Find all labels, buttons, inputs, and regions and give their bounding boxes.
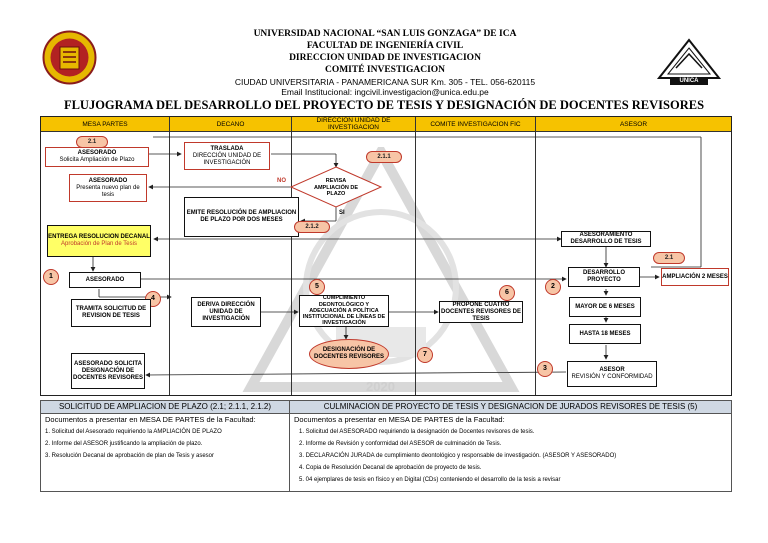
node-title: ENTREGA RESOLUCION DECANAL xyxy=(48,234,150,240)
lane-header-comite: COMITE INVESTIGACION FIC xyxy=(416,117,535,132)
documents-table: SOLICITUD DE AMPLIACION DE PLAZO (2.1; 2… xyxy=(40,400,732,492)
left-item: 2. Informe del ASESOR justificando la am… xyxy=(45,441,203,447)
step-circle-5: 5 xyxy=(309,279,325,295)
decision-no-label: NO xyxy=(277,178,286,184)
node-title: ASESORADO xyxy=(77,150,117,156)
lane-direccion xyxy=(291,117,416,395)
step-badge-2-1-2: 2.1.2 xyxy=(294,221,330,233)
right-item: 4. Copia de Resolución Decanal de aproba… xyxy=(299,465,482,471)
node-asesor-revision: ASESOR REVISIÓN Y CONFORMIDAD xyxy=(567,361,657,387)
table-header-ampliacion: SOLICITUD DE AMPLIACION DE PLAZO (2.1; 2… xyxy=(41,401,290,414)
step-circle-2: 2 xyxy=(545,279,561,295)
header-university: UNIVERSIDAD NACIONAL “SAN LUIS GONZAGA” … xyxy=(253,29,517,39)
node-asesorado-solicita-ampliacion: ASESORADO Solicita Ampliación de Plazo xyxy=(45,147,149,167)
header-faculty: FACULTAD DE INGENIERÍA CIVIL xyxy=(306,41,464,51)
node-entrega-resolucion: ENTREGA RESOLUCION DECANAL Aprobación de… xyxy=(47,225,151,257)
node-tramita-solicitud: TRAMITA SOLICITUD DE REVISION DE TESIS xyxy=(71,299,151,327)
table-divider xyxy=(289,401,290,491)
node-desarrollo-proyecto: DESARROLLO PROYECTO xyxy=(568,267,640,287)
step-circle-6: 6 xyxy=(499,285,515,301)
right-item: 5. 04 ejemplares de tesis en físico y en… xyxy=(299,477,561,483)
lane-header-mesa-partes: MESA PARTES xyxy=(41,117,169,132)
node-title: ASESORADO xyxy=(88,177,128,184)
node-title: TRASLADA xyxy=(210,145,244,152)
node-asesorado: ASESORADO xyxy=(69,272,141,288)
node-propone-docentes: PROPONE CUATRO DOCENTES REVISORES DE TES… xyxy=(439,301,523,323)
left-item: 1. Solicitud del Asesorado requiriendo l… xyxy=(45,429,222,435)
decision-si-label: SI xyxy=(339,210,345,216)
flowchart: 2020 MESA PARTES DECANO DIRECCION UNIDAD… xyxy=(40,116,732,396)
right-item: 1. Solicitud del ASESORADO requiriendo l… xyxy=(299,429,535,435)
node-asesorado-solicita-designacion: ASESORADO SOLICITA DESIGNACIÓN DE DOCENT… xyxy=(71,353,145,389)
table-header-culminacion: CULMINACION DE PROYECTO DE TESIS Y DESIG… xyxy=(290,401,731,414)
faculty-logo: UNICA xyxy=(656,38,722,86)
left-item: 3. Resolución Decanal de aprobación de p… xyxy=(45,453,214,459)
lane-decano xyxy=(169,117,292,395)
node-subtitle: REVISIÓN Y CONFORMIDAD xyxy=(571,374,653,380)
node-asesorado-presenta-plan: ASESORADO Presenta nuevo plan de tesis xyxy=(69,174,147,202)
node-designacion-docentes: DESIGNACIÓN DE DOCENTES REVISORES xyxy=(309,339,389,369)
lane-comite xyxy=(415,117,536,395)
node-subtitle: Aprobación de Plan de Tesis xyxy=(61,241,137,247)
university-seal-logo xyxy=(42,30,97,85)
header-direction: DIRECCION UNIDAD DE INVESTIGACION xyxy=(289,53,481,63)
node-ampliacion-2-meses: AMPLIACIÓN 2 MESES xyxy=(661,268,729,286)
node-traslada: TRASLADA DIRECCIÓN UNIDAD DE INVESTIGACI… xyxy=(184,142,270,170)
step-badge-2-1-1: 2.1.1 xyxy=(366,151,402,163)
decision-revisa-ampliacion: REVISA AMPLIACIÓN DE PLAZO xyxy=(314,178,358,197)
right-item: 3. DECLARACIÓN JURADA de cumplimiento de… xyxy=(299,453,617,459)
step-circle-3: 3 xyxy=(537,361,553,377)
header-address: CIUDAD UNIVERSITARIA - PANAMERICANA SUR … xyxy=(234,77,536,87)
lane-header-direccion: DIRECCION UNIDAD DE INVESTIGACION xyxy=(292,117,415,132)
lane-header-decano: DECANO xyxy=(170,117,291,132)
right-item: 2. Informe de Revisión y conformidad del… xyxy=(299,441,502,447)
node-subtitle: Solicita Ampliación de Plazo xyxy=(59,157,135,163)
node-mayor-6-meses: MAYOR DE 6 MESES xyxy=(569,297,641,317)
step-circle-7: 7 xyxy=(417,347,433,363)
connector-lines xyxy=(90,136,702,378)
node-hasta-18-meses: HASTA 18 MESES xyxy=(569,324,641,344)
left-subtitle: Documentos a presentar en MESA DE PARTES… xyxy=(45,415,256,424)
watermark-year: 2020 xyxy=(366,379,395,394)
node-emite-resolucion: EMITE RESOLUCIÓN DE AMPLIACION DE PLAZO … xyxy=(184,197,299,237)
node-deriva: DERIVA DIRECCIÓN UNIDAD DE INVESTIGACIÓN xyxy=(191,297,261,327)
right-subtitle: Documentos a presentar en MESA DE PARTES… xyxy=(294,415,505,424)
lane-header-asesor: ASESOR xyxy=(536,117,731,132)
logo-text: UNICA xyxy=(679,78,699,84)
node-asesoramiento: ASESORAMIENTO DESARROLLO DE TESIS xyxy=(561,231,651,247)
node-title: ASESOR xyxy=(599,367,625,373)
node-subtitle: Presenta nuevo plan de tesis xyxy=(76,184,140,198)
step-badge-2-1-right: 2.1 xyxy=(653,252,685,264)
flowchart-title: FLUJOGRAMA DEL DESARROLLO DEL PROYECTO D… xyxy=(63,98,705,112)
node-subtitle: DIRECCIÓN UNIDAD DE INVESTIGACIÓN xyxy=(192,152,262,166)
step-circle-1: 1 xyxy=(43,269,59,285)
node-cumplimiento-deontologico: CUMPLIMIENTO DEONTOLÓGICO Y ADECUACIÓN A… xyxy=(299,295,389,327)
header-email: Email Institucional: ingcivil.investigac… xyxy=(281,87,489,97)
lane-mesa-partes xyxy=(41,117,170,395)
header-committee: COMITÉ INVESTIGACION xyxy=(324,65,446,75)
